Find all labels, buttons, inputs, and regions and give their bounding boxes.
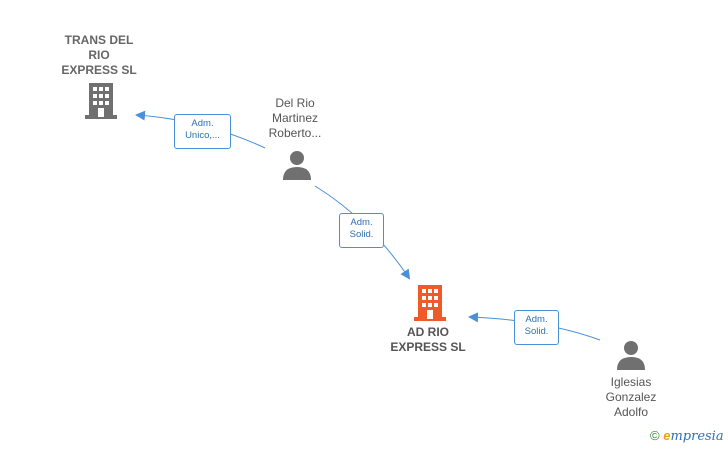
brand-name: mpresia	[670, 429, 724, 444]
node-label-line: Gonzalez	[605, 390, 657, 404]
edge-label-line: Adm.	[191, 118, 214, 129]
edge-label-delrio-adrio[interactable]: Adm. Solid.	[339, 213, 384, 248]
node-label-line: Martinez	[271, 111, 318, 125]
edge-label-line: Unico,...	[185, 130, 220, 141]
edge-label-line: Solid.	[524, 326, 549, 337]
node-label-line: Del Rio	[275, 96, 315, 110]
node-label-line: TRANS DEL	[64, 33, 134, 47]
brand-e: e	[663, 428, 671, 443]
edge-label-line: Adm.	[350, 217, 373, 228]
edge-label-line: Solid.	[349, 229, 374, 240]
node-label-trans: TRANS DEL RIO EXPRESS SL	[44, 33, 154, 78]
edge-label-delrio-trans[interactable]: Adm. Unico,...	[174, 114, 231, 149]
node-label-line: AD RIO	[407, 325, 449, 339]
edge-label-line: Adm.	[525, 314, 548, 325]
node-label-iglesias: Iglesias Gonzalez Adolfo	[583, 375, 679, 420]
node-label-line: Roberto...	[268, 126, 322, 140]
node-label-line: Adolfo	[613, 405, 649, 419]
brand-watermark: © empresia	[650, 428, 724, 444]
person-icon[interactable]	[616, 340, 646, 370]
copyright-icon: ©	[650, 428, 660, 443]
building-icon[interactable]	[414, 285, 446, 321]
node-label-line: EXPRESS SL	[390, 340, 466, 354]
node-label-line: RIO	[88, 48, 110, 62]
node-label-adrio: AD RIO EXPRESS SL	[375, 325, 481, 355]
edge-label-iglesias-adrio[interactable]: Adm. Solid.	[514, 310, 559, 345]
building-icon[interactable]	[85, 83, 117, 119]
node-label-line: Iglesias	[610, 375, 652, 389]
node-label-line: EXPRESS SL	[61, 63, 137, 77]
person-icon[interactable]	[282, 150, 312, 180]
node-label-delrio: Del Rio Martinez Roberto...	[245, 96, 345, 141]
